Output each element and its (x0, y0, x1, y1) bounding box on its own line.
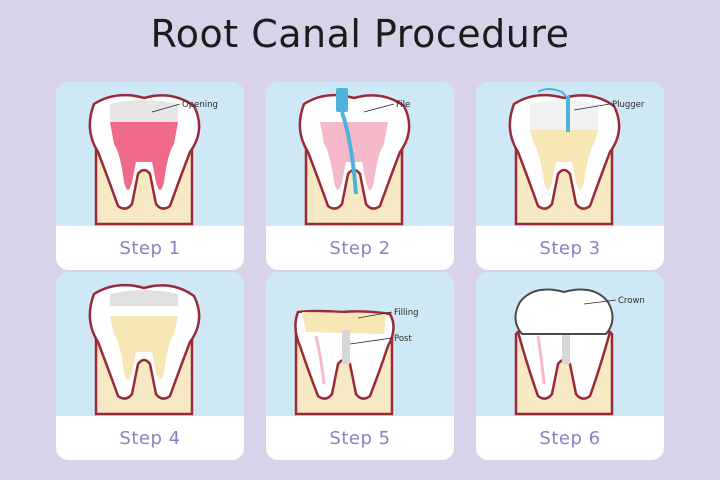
step-card-6: Crown Step 6 (476, 272, 664, 460)
callout-post: Post (394, 334, 412, 344)
step-card-1: Opening Step 1 (56, 82, 244, 270)
step-3-illustration: Plugger (508, 88, 645, 226)
step-label-2: Step 2 (329, 237, 391, 259)
callout-file: File (396, 100, 410, 110)
step-bar-3: Step 3 (476, 226, 664, 270)
step-1-illustration: Opening (88, 93, 218, 226)
callout-opening: Opening (182, 100, 218, 110)
step-bar-5: Step 5 (266, 416, 454, 460)
page-title: Root Canal Procedure (150, 12, 570, 56)
step-card-3: Plugger Step 3 (476, 82, 664, 270)
step-label-4: Step 4 (119, 427, 181, 449)
step-bar-4: Step 4 (56, 416, 244, 460)
step-5-illustration: Filling Post (294, 308, 419, 416)
step-card-5: Filling Post Step 5 (266, 272, 454, 460)
step-bar-6: Step 6 (476, 416, 664, 460)
step-label-6: Step 6 (539, 427, 601, 449)
step-4-illustration (88, 283, 201, 416)
step-bar-1: Step 1 (56, 226, 244, 270)
step-card-4: Step 4 (56, 272, 244, 460)
step-2-illustration: File (298, 88, 411, 226)
step-label-1: Step 1 (119, 237, 181, 259)
step-label-3: Step 3 (539, 237, 601, 259)
step-card-2: File Step 2 (266, 82, 454, 270)
callout-crown: Crown (618, 296, 645, 306)
callout-plugger: Plugger (612, 100, 645, 110)
step-6-illustration: Crown (514, 288, 645, 416)
callout-filling: Filling (394, 308, 419, 318)
step-bar-2: Step 2 (266, 226, 454, 270)
step-label-5: Step 5 (329, 427, 391, 449)
